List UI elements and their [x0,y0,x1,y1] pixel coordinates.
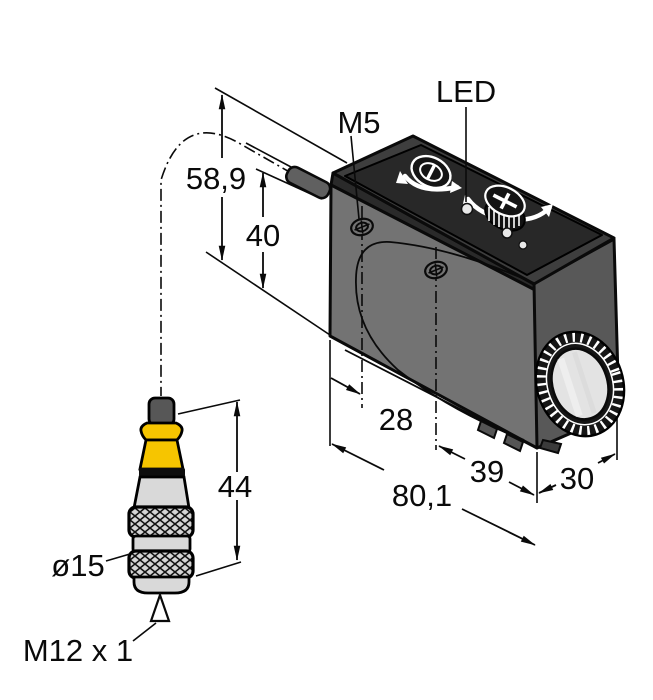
dim-hole-to-front-label: 39 [470,454,504,489]
led-label: LED [436,74,496,109]
m5-hole [424,260,448,280]
sensor-body [284,134,626,455]
lens-icon [534,330,626,438]
m12-thread-label: M12 x 1 [23,633,133,668]
connector-knurl-band [127,549,195,580]
dim-body-height-label: 40 [246,218,280,253]
connector-knurl-band [127,505,195,539]
dimension-lines [218,94,616,561]
connector-coupling-ring [132,575,191,595]
cable-centerline [160,132,294,396]
dim-total-height-label: 58,9 [186,161,246,196]
extension-lines [177,87,618,577]
led-indicator-icon [518,240,528,250]
m5-hole [350,217,374,237]
cable-stub [284,165,332,200]
connector-gray-taper [132,475,191,510]
bottom-tab [502,432,525,453]
open-arrow-icon [149,591,171,623]
potentiometer-knob-icon [484,184,526,232]
dim-hole-offset-label: 28 [379,402,413,437]
bottom-tab [476,419,499,440]
dim-total-length-label: 80,1 [392,478,452,513]
leader-lines [105,107,467,642]
connector-cable-stub [147,396,176,427]
dim-connector-diameter-label: ø15 [51,548,104,583]
rotate-arrow-right-head [541,204,553,217]
dim-body-depth-label: 30 [560,461,594,496]
bottom-tab [538,438,563,455]
rotate-arrow-left-head [450,181,462,193]
selector-dial-icon [410,154,452,190]
rotate-arrow-left-head [396,171,408,184]
connector-bell [139,421,184,442]
m5-label: M5 [337,105,380,140]
m12-connector [127,396,195,595]
dim-connector-length-label: 44 [218,469,252,504]
connector-black-band [139,468,185,477]
led-indicator-icon [460,202,474,216]
led-indicator-icon [501,227,513,239]
connector-yellow-taper [138,438,185,471]
